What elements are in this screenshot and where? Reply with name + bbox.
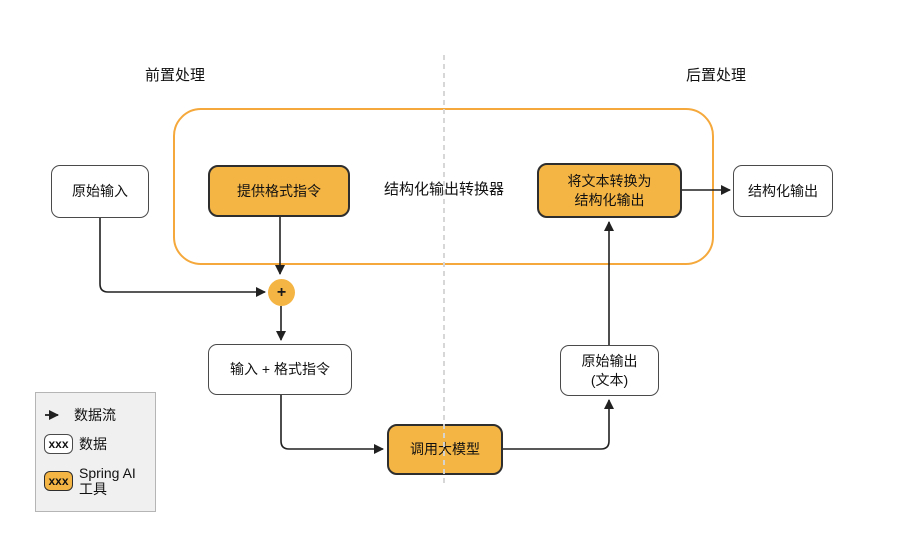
node-raw-input: 原始输入 — [51, 165, 149, 218]
flow-arrow-icon — [45, 409, 59, 420]
arrow-model-to-rawoutput — [503, 399, 614, 450]
legend-row-data: xxx 数据 — [44, 433, 147, 454]
node-input-plus-format: 输入 + 格式指令 — [208, 344, 352, 395]
node-structured-output-label: 结构化输出 — [748, 182, 818, 199]
legend-tool-swatch: xxx — [44, 471, 73, 492]
node-convert-text-line2: 结构化输出 — [574, 191, 645, 208]
node-raw-output-line2: (文本) — [590, 371, 629, 388]
node-convert-text-line1: 将文本转换为 — [567, 173, 652, 190]
legend-tool-label-line1: Spring AI — [79, 465, 136, 482]
node-structured-output: 结构化输出 — [733, 165, 833, 217]
legend-row-flow: 数据流 — [44, 407, 147, 423]
legend-flow-label: 数据流 — [74, 406, 116, 423]
legend-row-tool: xxx Spring AI 工具 — [44, 465, 147, 497]
legend-data-swatch: xxx — [44, 433, 73, 454]
legend-tool-label: Spring AI 工具 — [79, 465, 136, 497]
pre-processing-label: 前置处理 — [145, 67, 206, 84]
arrow-input-to-model — [280, 395, 384, 454]
legend-data-swatch-label: xxx — [48, 436, 69, 451]
node-call-model-label: 调用大模型 — [410, 441, 480, 458]
node-input-plus-format-label: 输入 + 格式指令 — [230, 361, 330, 378]
node-call-model: 调用大模型 — [387, 424, 503, 475]
post-processing-label: 后置处理 — [686, 67, 747, 84]
node-raw-output-line1: 原始输出 — [581, 353, 638, 370]
node-provide-format-instructions: 提供格式指令 — [208, 165, 350, 217]
merge-plus-node: + — [268, 279, 295, 306]
legend-tool-swatch-label: xxx — [48, 474, 69, 489]
legend-tool-label-line2: 工具 — [79, 481, 107, 498]
plus-icon: + — [276, 283, 287, 301]
legend-data-label: 数据 — [79, 435, 107, 452]
legend: 数据流 xxx 数据 xxx Spring AI 工具 — [35, 392, 156, 512]
node-convert-text-to-structured: 将文本转换为 结构化输出 — [537, 163, 682, 218]
structured-output-converter-label: 结构化输出转换器 — [383, 181, 504, 198]
node-raw-input-label: 原始输入 — [72, 183, 128, 200]
node-raw-output: 原始输出 (文本) — [560, 345, 659, 396]
node-provide-format-instructions-label: 提供格式指令 — [237, 182, 321, 199]
